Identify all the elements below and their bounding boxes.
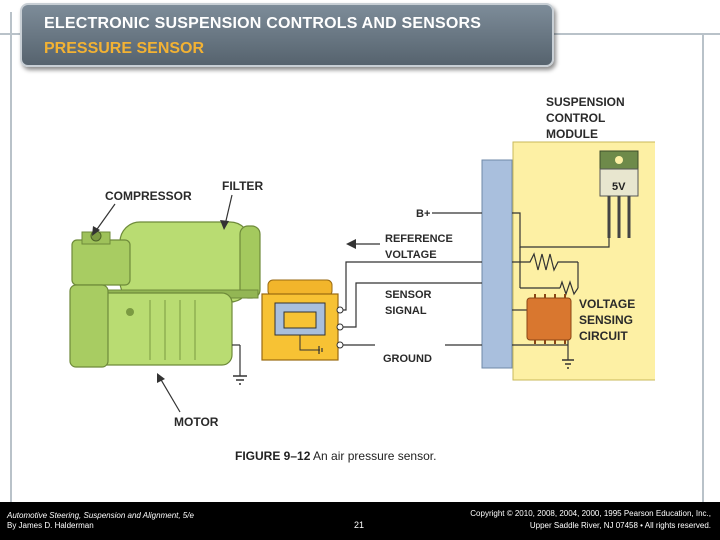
voltage-sensing-label-2: SENSING bbox=[579, 313, 633, 327]
b-plus-label: B+ bbox=[416, 208, 430, 220]
reference-voltage-label-1: REFERENCE bbox=[385, 233, 453, 245]
filter-cap bbox=[239, 225, 261, 299]
motor-label: MOTOR bbox=[174, 415, 219, 429]
resistor-1 bbox=[512, 252, 578, 272]
regulator-body bbox=[599, 168, 639, 197]
voltage-sensing-label-3: CIRCUIT bbox=[579, 329, 628, 343]
copyright-line-1: Copyright © 2010, 2008, 2004, 2000, 1995… bbox=[470, 509, 711, 518]
copyright-line-2: Upper Saddle River, NJ 07458 • All right… bbox=[529, 521, 711, 530]
compressor-label: COMPRESSOR bbox=[105, 189, 192, 203]
figure-number: FIGURE 9–12 bbox=[235, 449, 311, 463]
voltage-sensing-chip bbox=[526, 297, 572, 341]
book-credit: Automotive Steering, Suspension and Alig… bbox=[7, 511, 194, 531]
voltage-sensing-label-1: VOLTAGE bbox=[579, 297, 635, 311]
book-author: By James D. Halderman bbox=[7, 521, 94, 530]
page-number: 21 bbox=[354, 520, 365, 530]
filter-label: FILTER bbox=[222, 179, 263, 193]
sensor-signal-label-2: SIGNAL bbox=[385, 305, 427, 317]
copyright: Copyright © 2010, 2008, 2004, 2000, 1995… bbox=[470, 508, 711, 532]
module-connector bbox=[481, 159, 513, 369]
resistor-2 bbox=[559, 280, 579, 296]
regulator-label: 5V bbox=[612, 181, 626, 193]
title-bar: ELECTRONIC SUSPENSION CONTROLS AND SENSO… bbox=[20, 3, 554, 67]
book-title: Automotive Steering, Suspension and Alig… bbox=[7, 511, 194, 520]
pressure-sensor-diagram: 5V SUSPENSION CONTROL MODULE VOLTAGE SEN… bbox=[69, 95, 655, 429]
module-label-1: SUSPENSION bbox=[546, 95, 625, 109]
reference-voltage-wire bbox=[340, 261, 482, 311]
sensor-signal-wire bbox=[340, 282, 482, 328]
footer-bar: Automotive Steering, Suspension and Alig… bbox=[0, 502, 720, 540]
figure-caption-text: An air pressure sensor. bbox=[310, 449, 437, 463]
reference-voltage-label-2: VOLTAGE bbox=[385, 249, 437, 261]
slide-subtitle: PRESSURE SENSOR bbox=[44, 40, 205, 57]
sensor-signal-label-1: SENSOR bbox=[385, 289, 432, 301]
module-label-2: CONTROL bbox=[546, 111, 605, 125]
figure-caption: FIGURE 9–12 An air pressure sensor. bbox=[235, 449, 436, 463]
slide-title: ELECTRONIC SUSPENSION CONTROLS AND SENSO… bbox=[44, 15, 482, 32]
ground-label: GROUND bbox=[383, 353, 432, 365]
module-label-3: MODULE bbox=[546, 127, 598, 141]
